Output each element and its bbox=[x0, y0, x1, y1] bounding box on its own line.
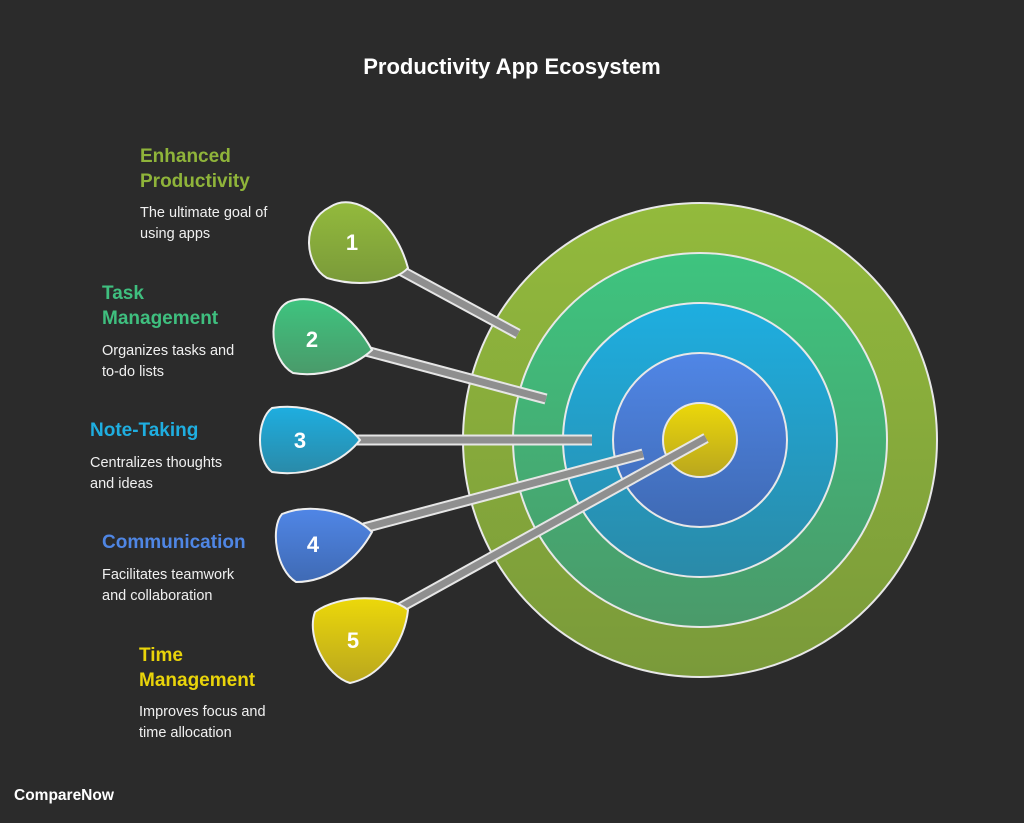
dart-shaft-2-core bbox=[361, 346, 547, 403]
item-5-desc-line-1: Improves focus and bbox=[139, 704, 266, 720]
item-5-desc-line-2: time allocation bbox=[139, 725, 232, 741]
item-1-description: The ultimate goal of using apps bbox=[140, 203, 267, 245]
item-4-label: Communication bbox=[102, 530, 246, 555]
dart-number-4: 4 bbox=[307, 532, 320, 557]
brand-logo: CompareNow bbox=[14, 787, 114, 804]
item-4-label-line-1: Communication bbox=[102, 532, 246, 553]
item-3-desc-line-1: Centralizes thoughts bbox=[90, 455, 223, 471]
item-1-desc-line-1: The ultimate goal of bbox=[140, 205, 268, 221]
item-2-desc-line-1: Organizes tasks and bbox=[102, 343, 235, 359]
dart-shaft-5-core bbox=[394, 434, 708, 614]
item-5-label: Time Management bbox=[139, 643, 255, 693]
item-3-label-line-1: Note-Taking bbox=[90, 420, 199, 441]
dart-shafts bbox=[352, 265, 709, 615]
dart-number-1: 1 bbox=[346, 230, 358, 255]
item-3-label: Note-Taking bbox=[90, 418, 198, 443]
dart-head-5 bbox=[311, 597, 410, 685]
page-title: Productivity App Ecosystem bbox=[363, 54, 661, 79]
item-2-label-line-1: Task bbox=[102, 283, 144, 304]
item-3-desc-line-2: and ideas bbox=[90, 476, 153, 492]
dart-number-2: 2 bbox=[306, 327, 318, 352]
item-5-description: Improves focus and time allocation bbox=[139, 702, 266, 744]
dart-head-3 bbox=[259, 405, 362, 475]
item-5-label-line-1: Time bbox=[139, 645, 184, 666]
item-2-label-line-2: Management bbox=[102, 308, 219, 329]
item-3-description: Centralizes thoughts and ideas bbox=[90, 453, 222, 495]
item-4-description: Facilitates teamwork and collaboration bbox=[102, 565, 234, 607]
dart-shaft-4-core bbox=[363, 450, 644, 532]
item-1-label-line-2: Productivity bbox=[140, 171, 250, 192]
dart-head-1 bbox=[308, 201, 410, 284]
dart-head-4 bbox=[274, 507, 374, 584]
dart-number-5: 5 bbox=[347, 628, 359, 653]
item-4-desc-line-1: Facilitates teamwork bbox=[102, 567, 235, 583]
item-5-label-line-2: Management bbox=[139, 670, 256, 691]
dart-head-2 bbox=[272, 298, 374, 376]
item-1-desc-line-2: using apps bbox=[140, 226, 211, 242]
dart-numbers: 1 2 3 4 5 bbox=[294, 230, 359, 653]
dart-heads bbox=[259, 201, 410, 685]
dart-number-3: 3 bbox=[294, 428, 306, 453]
item-2-desc-line-2: to-do lists bbox=[102, 364, 165, 380]
item-1-label-line-1: Enhanced bbox=[140, 146, 231, 167]
item-4-desc-line-2: and collaboration bbox=[102, 588, 213, 604]
dart-shaft-1-core bbox=[398, 266, 520, 338]
item-1-label: Enhanced Productivity bbox=[140, 144, 250, 194]
item-2-label: Task Management bbox=[102, 281, 218, 331]
item-2-description: Organizes tasks and to-do lists bbox=[102, 341, 234, 383]
